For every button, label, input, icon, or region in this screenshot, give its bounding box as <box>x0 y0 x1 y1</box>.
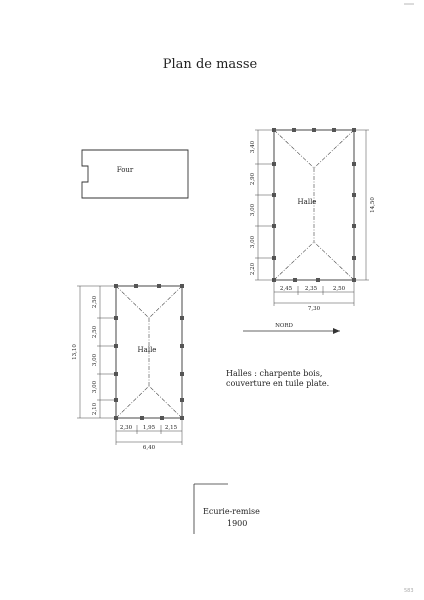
svg-text:3,00: 3,00 <box>92 353 98 366</box>
stamp-title: Ecurie-remise <box>203 507 260 516</box>
hall-right-length: 14,50 <box>370 197 376 213</box>
svg-text:2,45: 2,45 <box>280 286 293 292</box>
page-title: Plan de masse <box>163 57 258 72</box>
svg-text:2,50: 2,50 <box>333 286 346 292</box>
svg-text:2,20: 2,20 <box>250 262 256 275</box>
hall-right-width: 7,30 <box>308 306 321 312</box>
hall-right-dim-text: 3,40 2,90 3,00 3,00 2,20 14,50 2,45 2,35… <box>250 140 376 312</box>
svg-text:2,50: 2,50 <box>92 295 98 308</box>
svg-text:couverture en tuile plate.: couverture en tuile plate. <box>226 379 329 388</box>
hall-left-width: 6,40 <box>143 445 156 451</box>
construction-notes: Halles : charpente bois, couverture en t… <box>226 369 329 388</box>
north-label: NORD <box>275 323 293 329</box>
hall-right: Halle <box>272 128 356 282</box>
svg-text:3,00: 3,00 <box>250 235 256 248</box>
hall-left-dimensions <box>77 285 183 445</box>
svg-text:3,40: 3,40 <box>250 140 256 153</box>
hall-left-label: Halle <box>138 346 157 354</box>
svg-text:2,35: 2,35 <box>305 286 318 292</box>
svg-text:2,30: 2,30 <box>120 425 133 431</box>
hall-left-length: 13,10 <box>72 344 78 360</box>
svg-text:2,10: 2,10 <box>92 402 98 415</box>
hall-left-dim-text: 13,10 2,50 2,50 3,00 3,00 2,10 2,30 1,95… <box>72 295 178 451</box>
title-block: Ecurie-remise 1900 <box>193 483 260 534</box>
svg-text:2,15: 2,15 <box>165 425 178 431</box>
hall-left: Halle <box>114 284 184 420</box>
hall-right-dimensions <box>255 129 369 306</box>
svg-text:Halles : charpente bois,: Halles : charpente bois, <box>226 369 322 378</box>
svg-text:2,90: 2,90 <box>250 172 256 185</box>
four-building: Four <box>81 149 189 199</box>
svg-text:1,95: 1,95 <box>143 425 156 431</box>
north-arrow: NORD <box>243 323 340 334</box>
hall-right-label: Halle <box>298 198 317 206</box>
svg-text:3,00: 3,00 <box>250 203 256 216</box>
stamp-year: 1900 <box>227 519 247 528</box>
svg-text:3,00: 3,00 <box>92 380 98 393</box>
page-number: 583 <box>404 588 414 594</box>
svg-text:2,50: 2,50 <box>92 325 98 338</box>
four-label: Four <box>117 166 134 174</box>
